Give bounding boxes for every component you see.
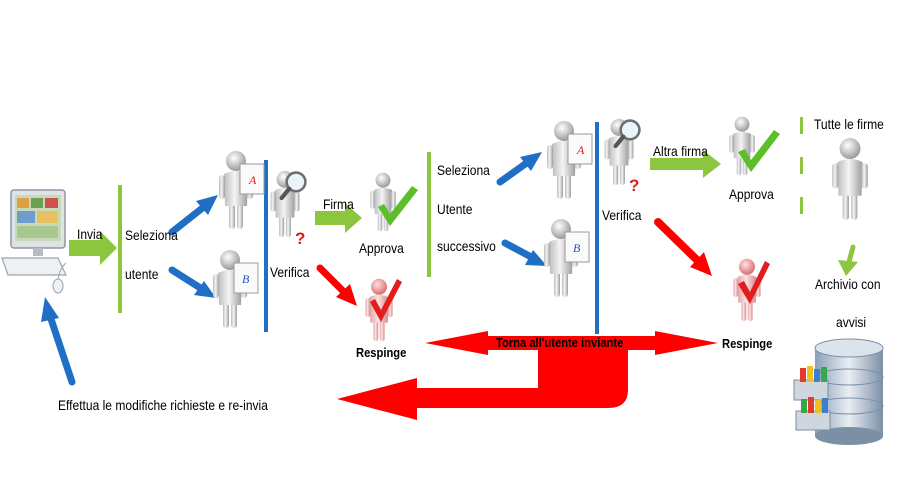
divider-2: [264, 160, 268, 332]
red-checkmark-icon: [370, 279, 402, 322]
label-approva-1: Approva: [359, 240, 404, 256]
final-user-icon: [832, 138, 868, 220]
arrow-invia: [69, 231, 117, 265]
verifier-icon-2: [604, 118, 641, 186]
svg-text:B: B: [242, 272, 250, 286]
label-firma: Firma: [323, 196, 354, 212]
svg-text:A: A: [248, 173, 257, 187]
arrow-altra-firma: [650, 150, 721, 178]
label-invia: Invia: [77, 226, 103, 242]
dashed-divider: [800, 117, 803, 214]
arrow-respinge-1: [316, 264, 357, 306]
arrow-to-user-b-2: [501, 239, 547, 266]
label-tutte-le-firme: Tutte le firme: [814, 116, 884, 132]
label-successivo: successivo: [437, 238, 496, 254]
label-approva-2: Approva: [729, 186, 774, 202]
label-utente-1: utente: [125, 266, 159, 282]
question-mark-icon: ?: [295, 229, 305, 248]
user-a-icon: A: [219, 151, 265, 229]
user-b-icon: B: [213, 250, 259, 328]
label-verifica-2: Verifica: [602, 207, 642, 223]
divider-4: [595, 122, 599, 334]
divider-3: [427, 152, 431, 277]
svg-text:A: A: [576, 143, 585, 157]
label-avvisi: avvisi: [836, 314, 867, 330]
label-seleziona-2: Seleziona: [437, 162, 490, 178]
divider-1: [118, 185, 122, 313]
label-utente-2: Utente: [437, 201, 473, 217]
label-torna: Torna all'utente inviante: [496, 335, 624, 350]
checkmark-icon: [378, 186, 418, 226]
user-a-icon-2: A: [547, 121, 593, 199]
label-archivio-con: Archivio con: [815, 276, 881, 292]
computer-icon: [1, 189, 67, 294]
database-icon: [793, 338, 884, 445]
arrow-firma: [315, 203, 362, 233]
label-respinge-2: Respinge: [722, 336, 773, 351]
arrow-archive: [838, 244, 858, 276]
verifier-icon: [270, 170, 307, 238]
arrow-to-user-b-1: [168, 266, 216, 298]
label-effettua: Effettua le modifiche richieste e re-inv…: [58, 397, 268, 413]
question-mark-icon-2: ?: [629, 176, 639, 195]
label-respinge-1: Respinge: [356, 345, 407, 360]
label-seleziona-1: Seleziona: [125, 227, 178, 243]
label-altra-firma: Altra firma: [653, 143, 708, 159]
arrow-to-user-a-2: [496, 152, 542, 186]
arrow-torna: [337, 331, 718, 420]
label-verifica-1: Verifica: [270, 264, 310, 280]
checkmark-icon-2: [738, 130, 780, 172]
arrow-reinvia: [41, 297, 76, 386]
svg-text:B: B: [573, 241, 581, 255]
arrow-respinge-2: [654, 218, 712, 276]
red-checkmark-icon-2: [738, 261, 770, 304]
arrow-to-user-a-1: [168, 195, 218, 236]
user-b-icon-2: B: [544, 219, 590, 297]
